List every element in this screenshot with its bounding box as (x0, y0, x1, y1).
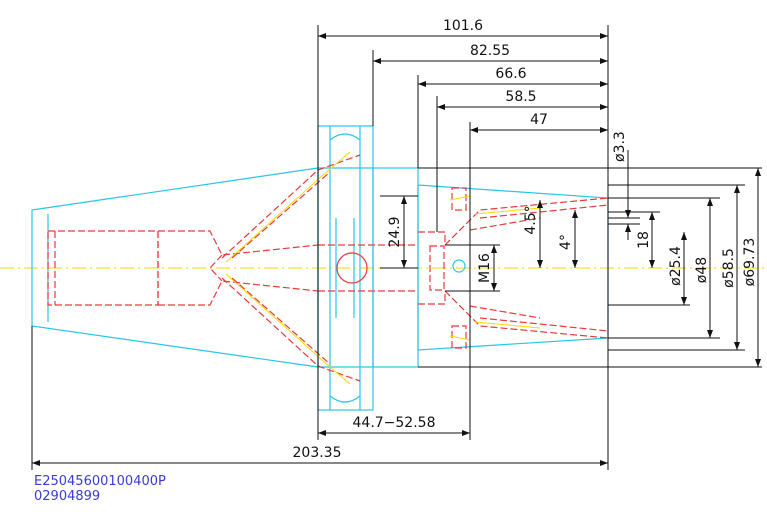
part-code-line-2: 02904899 (34, 489, 101, 504)
dim-4-5-deg: 4.5° (523, 205, 539, 234)
dim-18: 18 (636, 231, 652, 249)
dim-203-35: 203.35 (293, 445, 342, 461)
dim-24-9: 24.9 (387, 216, 403, 247)
dim-dia-48: ø48 (694, 257, 710, 283)
dim-dia-69-73: ø69.73 (742, 238, 758, 287)
yellow-section-lines (225, 151, 541, 385)
small-bore-circle (452, 259, 466, 273)
part-code-line-1: E25045600100400P (34, 474, 166, 489)
cross-bore-circle (336, 252, 368, 284)
dimension-lines (31, 25, 762, 470)
dim-44-7-52-58: 44.7−52.58 (353, 415, 436, 431)
dim-66-6: 66.6 (495, 66, 526, 82)
dim-58-5: 58.5 (505, 89, 536, 105)
dim-dia-25-4: ø25.4 (668, 246, 684, 286)
dim-47: 47 (530, 112, 548, 128)
dim-82-55: 82.55 (470, 43, 510, 59)
dim-101-6: 101.6 (443, 18, 483, 34)
dim-dia-58-5: ø58.5 (721, 248, 737, 288)
dim-dia-3-3: ø3.3 (612, 131, 628, 162)
dim-4-deg: 4° (558, 234, 574, 250)
dim-m16: M16 (477, 253, 493, 283)
